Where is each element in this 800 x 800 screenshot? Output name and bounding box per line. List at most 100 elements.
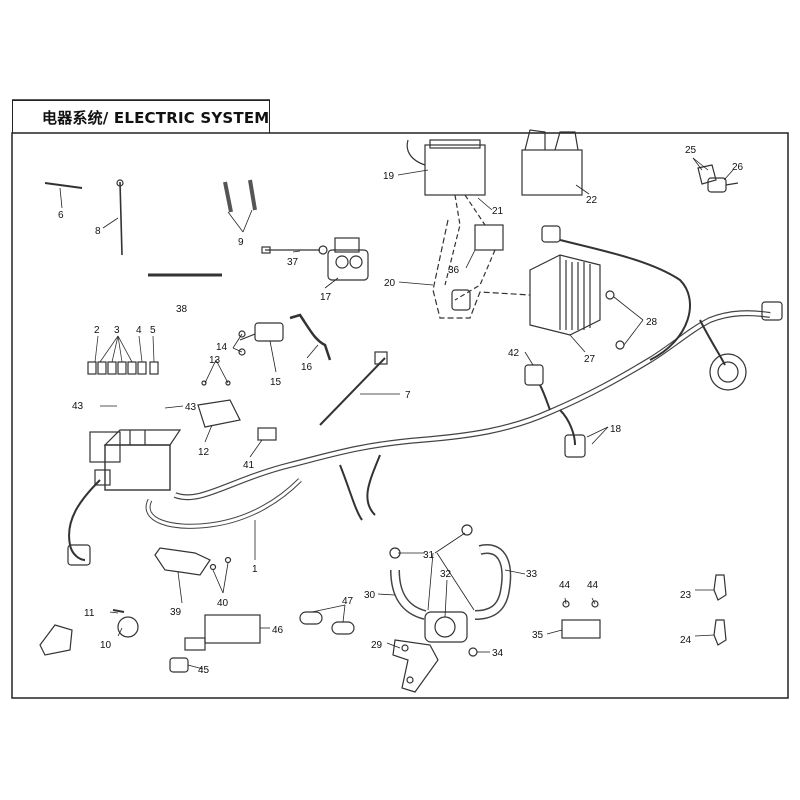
callout-47: 47 — [342, 596, 354, 607]
callout-42: 42 — [508, 348, 520, 359]
callout-32: 32 — [440, 569, 452, 580]
connector-36 — [451, 289, 471, 311]
sensor-45 — [169, 657, 189, 673]
callout-35: 35 — [532, 630, 544, 641]
callout-3: 3 — [114, 325, 120, 336]
rectifier-27 — [529, 254, 601, 336]
callout-8: 8 — [95, 226, 101, 237]
harness-branch-left — [68, 479, 101, 561]
bolt-28b — [615, 340, 625, 350]
battery-holder-22 — [521, 129, 583, 196]
callout-43-right: 43 — [185, 402, 197, 413]
relay-41 — [257, 427, 277, 441]
callout-38: 38 — [176, 304, 188, 315]
callout-43-left: 43 — [72, 401, 84, 412]
module-35 — [561, 619, 601, 639]
callout-31: 31 — [423, 550, 435, 561]
bracket-left — [39, 624, 73, 656]
callout-46: 46 — [272, 625, 284, 636]
sensor-15 — [238, 322, 284, 356]
callout-45: 45 — [198, 665, 210, 676]
callout-24: 24 — [680, 635, 692, 646]
callout-26: 26 — [732, 162, 744, 173]
cable-9a — [223, 181, 233, 213]
callout-44-right: 44 — [587, 580, 599, 591]
pump-32 — [424, 611, 468, 643]
connector-right — [761, 301, 783, 321]
callout-14: 14 — [216, 342, 228, 353]
harness-branch-top — [559, 239, 691, 361]
harness-branch-mid — [559, 409, 576, 446]
callout-27: 27 — [584, 354, 596, 365]
bracket-39 — [154, 547, 211, 576]
bolt-28a — [605, 290, 615, 300]
callout-11: 11 — [84, 608, 95, 619]
callout-5: 5 — [150, 325, 156, 336]
bolt-34 — [468, 647, 478, 657]
diagram-title: 电器系统/ ELECTRIC SYSTEM — [42, 109, 270, 127]
callout-39: 39 — [170, 607, 182, 618]
callout-17: 17 — [320, 292, 332, 303]
callout-28: 28 — [646, 317, 658, 328]
callout-34: 34 — [492, 648, 504, 659]
callout-20: 20 — [384, 278, 396, 289]
callout-44-left: 44 — [559, 580, 571, 591]
cable-tie-7 — [319, 357, 386, 426]
callout-23: 23 — [680, 590, 692, 601]
callout-10: 10 — [100, 640, 112, 651]
callout-37: 37 — [287, 257, 299, 268]
leader-2-5 — [94, 335, 99, 363]
starter-relay-17 — [327, 237, 369, 281]
callout-25: 25 — [685, 145, 697, 156]
callout-1: 1 — [252, 564, 258, 575]
callout-16: 16 — [301, 362, 313, 373]
callout-9: 9 — [238, 237, 244, 248]
callout-15: 15 — [270, 377, 282, 388]
clip-47a — [299, 611, 323, 625]
callout-13: 13 — [209, 355, 221, 366]
cable-tie-8 — [119, 181, 123, 256]
harness-lower-loop-inner — [146, 478, 302, 528]
callout-7: 7 — [405, 390, 411, 401]
bracket-29 — [392, 639, 439, 693]
regulator-12 — [197, 380, 241, 428]
harness-branch-center2 — [339, 464, 363, 521]
main-harness-inner — [174, 311, 771, 500]
lamp-socket — [709, 353, 747, 391]
diagram-border — [11, 132, 789, 699]
callout-21: 21 — [492, 206, 504, 217]
bulb-23 — [713, 574, 727, 601]
bulb-24 — [713, 619, 727, 646]
wires-20-21 — [444, 194, 496, 301]
cable-9b — [248, 179, 257, 211]
bolt-40a — [209, 563, 217, 571]
sensor-42 — [524, 364, 544, 386]
connector-top — [541, 225, 561, 243]
harness-branch-42 — [539, 384, 551, 411]
callout-6: 6 — [58, 210, 64, 221]
clamp-31b — [461, 524, 473, 536]
callout-41: 41 — [243, 460, 255, 471]
callout-36: 36 — [448, 265, 460, 276]
callout-30: 30 — [364, 590, 376, 601]
callout-12: 12 — [198, 447, 210, 458]
fuse-box — [89, 429, 182, 491]
spark-plug-cap-16 — [289, 313, 332, 361]
callout-33: 33 — [526, 569, 538, 580]
callout-4: 4 — [136, 325, 142, 336]
callout-40: 40 — [217, 598, 229, 609]
bolt-11 — [112, 609, 125, 613]
callout-18: 18 — [610, 424, 622, 435]
ecu-46 — [184, 614, 261, 651]
callout-19: 19 — [383, 171, 395, 182]
callout-2: 2 — [94, 325, 100, 336]
battery-19 — [406, 139, 486, 196]
harness-branch-right — [699, 319, 726, 366]
leader-lines — [59, 157, 734, 670]
harness-branch-center — [366, 454, 381, 516]
sensor-25-26 — [697, 164, 739, 193]
horn-10 — [117, 616, 139, 638]
sensor-18 — [564, 434, 586, 458]
relay-21 — [474, 224, 504, 251]
